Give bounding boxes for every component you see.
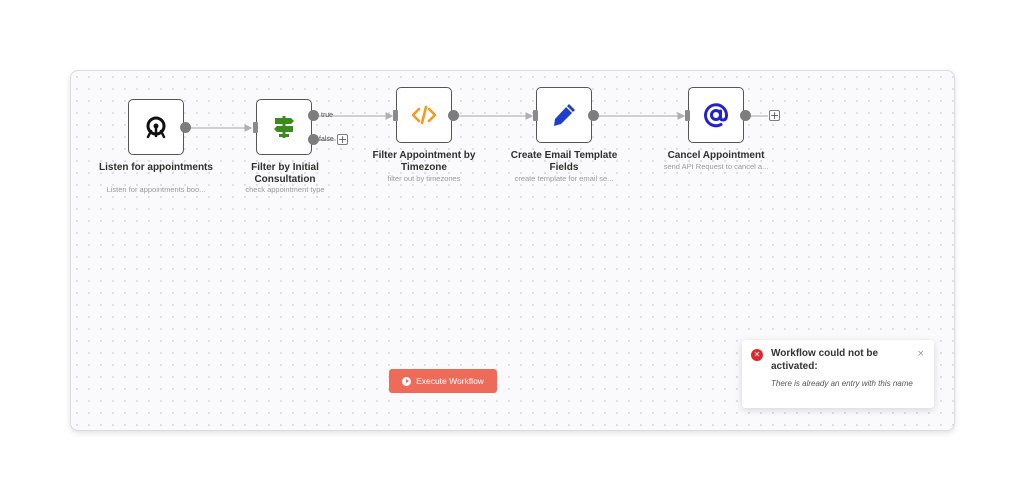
node-title: Filter by Initial Consultation (251, 162, 319, 185)
input-handle[interactable] (533, 110, 538, 121)
target-webhook-icon (146, 116, 166, 139)
node-create-email-template-fields[interactable] (533, 87, 599, 143)
node-title: Listen for appointments (99, 162, 213, 173)
at-sign-icon (704, 103, 729, 128)
node-subtitle: Listen for appointments boo... (106, 185, 206, 194)
toast-message: There is already an entry with this name (771, 379, 913, 388)
input-handle[interactable] (253, 122, 258, 133)
node-subtitle: create template for email se... (514, 174, 614, 183)
output-handle[interactable] (180, 122, 191, 133)
node-subtitle: check appointment type (245, 185, 325, 194)
output-handle[interactable] (740, 110, 751, 121)
connections (190, 112, 768, 141)
node-listen-for-appointments[interactable] (128, 99, 191, 155)
node-title: Filter Appointment by Timezone (372, 150, 476, 173)
input-handle[interactable] (685, 110, 690, 121)
code-icon (411, 105, 437, 125)
node-title: Create Email Template Fields (510, 150, 618, 173)
pencil-icon (554, 104, 575, 126)
output-handle[interactable] (588, 110, 599, 121)
execute-workflow-label: Execute Workflow (416, 376, 484, 386)
add-node-button[interactable]: + (769, 109, 780, 122)
error-toast: ✕ Workflow could not be activated: There… (742, 340, 934, 408)
error-icon: ✕ (751, 349, 763, 361)
node-cancel-appointment[interactable] (685, 87, 751, 143)
output-handle-true[interactable] (308, 110, 319, 121)
input-handle[interactable] (393, 110, 398, 121)
output-handle-false[interactable] (308, 134, 319, 145)
add-node-false-button[interactable]: + (337, 133, 348, 146)
node-subtitle: filter out by timezones (387, 174, 461, 183)
node-filter-appointment-by-timezone[interactable] (393, 87, 459, 143)
node-subtitle: send API Request to cancel a... (663, 162, 769, 171)
workflow-canvas[interactable]: Listen for appointments Listen for appoi… (70, 70, 955, 431)
play-icon (402, 376, 412, 386)
branch-label-false: false (319, 136, 334, 143)
output-handle[interactable] (448, 110, 459, 121)
signpost-switch-icon (274, 116, 294, 138)
close-icon[interactable]: × (917, 349, 925, 359)
node-filter-by-initial-consultation[interactable] (253, 99, 319, 155)
execute-workflow-button[interactable]: Execute Workflow (389, 369, 497, 393)
node-title: Cancel Appointment (667, 150, 765, 161)
toast-title: Workflow could not be activated: (771, 348, 879, 372)
branch-label-true: true (321, 112, 334, 119)
